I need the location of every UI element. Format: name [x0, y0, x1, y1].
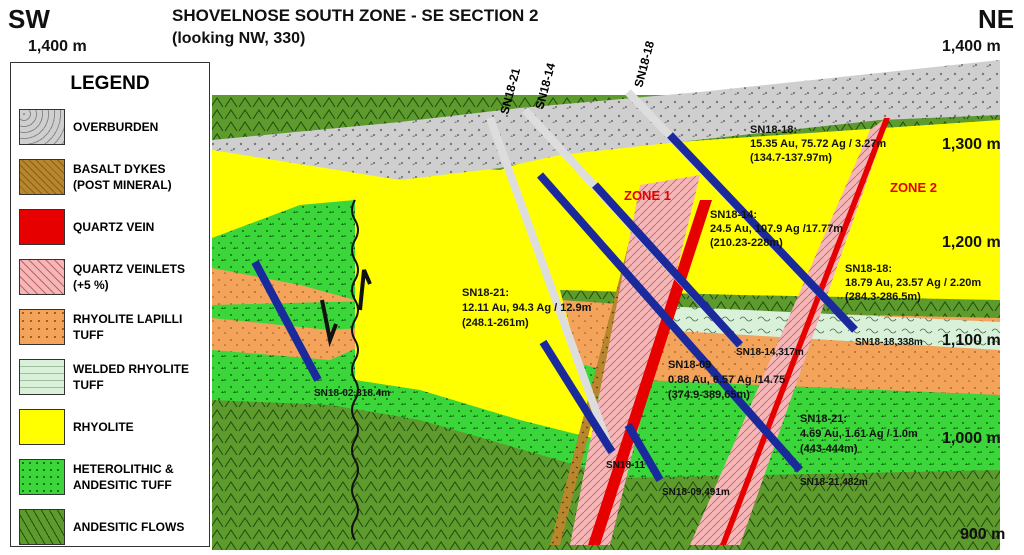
- hole-end-label: SN18-18,338m: [855, 337, 923, 348]
- legend-title: LEGEND: [70, 73, 150, 94]
- elevation-label: 1,100 m: [942, 332, 1001, 349]
- legend-swatch: [19, 109, 65, 145]
- elevation-label-left: 1,400 m: [28, 38, 87, 55]
- drill-hole-sn18-14: [592, 182, 743, 348]
- annotations: SN18-18: 15.35 Au, 75.72 Ag / 3.27m (134…: [462, 124, 981, 455]
- annotation-hole: SN18-18:: [845, 263, 892, 275]
- annotation-line: (443-444m): [800, 443, 858, 455]
- drill-hole-sn18-21-collar: [486, 116, 614, 452]
- annotation-line: 12.11 Au, 94.3 Ag / 12.9m: [462, 302, 592, 314]
- annotation-line: (210.23-228m): [710, 237, 783, 249]
- drill-hole-sn18-09: [624, 422, 664, 483]
- annotation-hole: SN18-09: [668, 359, 711, 371]
- drill-hole-sn18-11: [539, 339, 616, 455]
- elevation-label: 900 m: [960, 526, 1006, 543]
- zone-label: ZONE 2: [890, 180, 937, 195]
- annotation-hole: SN18-21:: [462, 287, 509, 299]
- elevation-label: 1,200 m: [942, 234, 1001, 251]
- heterolithic-tuff-left-unit: [212, 200, 355, 300]
- legend-swatch: [19, 509, 65, 545]
- annotation-hole: SN18-14:: [710, 209, 757, 221]
- page-title: SHOVELNOSE SOUTH ZONE - SE SECTION 2: [172, 6, 539, 25]
- legend-label: QUARTZ VEINLETS (+5 %): [73, 262, 186, 292]
- annotation-line: (134.7-137.97m): [750, 152, 832, 164]
- hole-end-label: SN18-21,482m: [800, 477, 868, 488]
- overburden-unit: [212, 60, 1000, 180]
- fault-arrow-down: [320, 299, 338, 348]
- elevation-label: 1,400 m: [942, 38, 1001, 55]
- rhyolite-lower-unit: [355, 205, 600, 440]
- heterolithic-tuff-unit: [212, 205, 1000, 478]
- direction-sw: SW: [8, 4, 50, 34]
- annotation-line: 24.5 Au, 107.9 Ag /17.77m: [710, 223, 843, 235]
- zone2-veinlets: [690, 115, 890, 545]
- drill-hole-sn18-18: [667, 132, 858, 333]
- fault-line: [351, 199, 359, 541]
- legend-swatch: [19, 209, 65, 245]
- legend-label: RHYOLITE: [73, 420, 134, 434]
- direction-ne: NE: [978, 4, 1015, 34]
- legend-label: OVERBURDEN: [73, 120, 159, 134]
- legend-label: QUARTZ VEIN: [73, 220, 155, 234]
- elevation-label: 1,000 m: [942, 430, 1001, 447]
- legend-swatch: [19, 459, 65, 495]
- hole-end-labels: SN18-14,317m SN18-18,338m SN18-02,318.4m…: [314, 337, 923, 498]
- zone2-quartz-vein: [720, 118, 890, 545]
- elevation-label: 1,300 m: [942, 136, 1001, 153]
- hole-end-label: SN18-14,317m: [736, 347, 804, 358]
- welded-tuff-unit: [640, 305, 1000, 350]
- drill-hole-sn18-02: [251, 260, 322, 382]
- legend-label: HETEROLITHIC & ANDESITIC TUFF: [73, 462, 174, 492]
- page-subtitle: (looking NW, 330): [172, 30, 306, 47]
- legend-swatch: [19, 159, 65, 195]
- legend-swatch: [19, 259, 65, 295]
- annotation-line: (248.1-261m): [462, 317, 529, 329]
- legend-swatch: [19, 359, 65, 395]
- hole-end-label: SN18-09,491m: [662, 487, 730, 498]
- annotation-line: 15.35 Au, 75.72 Ag / 3.27m: [750, 138, 886, 150]
- zone-label: ZONE 1: [624, 188, 671, 203]
- legend-label: BASALT DYKES (POST MINERAL): [73, 162, 172, 192]
- annotation-line: 4.69 Au, 1.61 Ag / 1.0m: [800, 428, 918, 440]
- legend-label: RHYOLITE LAPILLI TUFF: [73, 312, 183, 342]
- hole-end-label: SN18-11: [606, 460, 645, 471]
- annotation-hole: SN18-21:: [800, 413, 847, 425]
- annotation-line: 18.79 Au, 23.57 Ag / 2.20m: [845, 277, 981, 289]
- annotation-line: 0.88 Au, 6.57 Ag /14.75: [668, 374, 785, 386]
- annotation-hole: SN18-18:: [750, 124, 797, 136]
- annotation-line: (284.3-286.5m): [845, 291, 921, 303]
- legend-swatch: [19, 409, 65, 445]
- annotation-line: (374.9-389.65m): [668, 389, 750, 401]
- legend-swatch: [19, 309, 65, 345]
- drill-hole-sn18-21: [536, 172, 804, 473]
- fault-arrow-up: [358, 269, 372, 311]
- legend-label: ANDESITIC FLOWS: [73, 520, 185, 534]
- hole-label: SN18-18: [631, 39, 657, 89]
- hole-end-label: SN18-02,318.4m: [314, 388, 390, 399]
- legend-panel: LEGEND OVERBURDEN BASALT DYKES (POST MINE…: [10, 62, 210, 547]
- legend-label: WELDED RHYOLITE TUFF: [73, 362, 189, 392]
